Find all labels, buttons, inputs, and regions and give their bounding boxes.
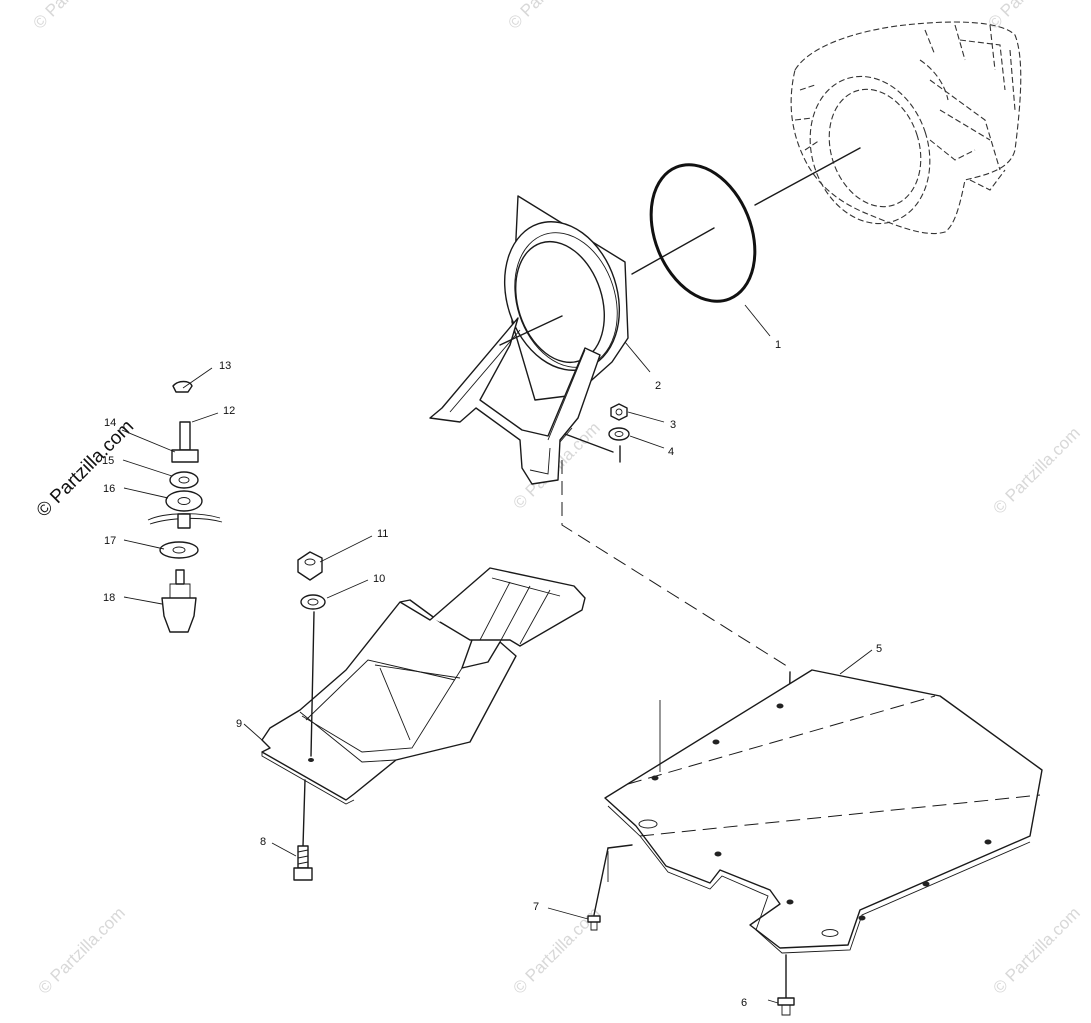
watermark-tr: © Partzilla.com: [984, 0, 1078, 33]
pump-housing-icon: [790, 21, 1022, 234]
housing-leader: [754, 147, 861, 206]
callout-16: 16: [103, 483, 115, 495]
intake-duct-icon: [429, 195, 629, 485]
callout-1: 1: [775, 339, 781, 351]
callout-12: 12: [223, 405, 235, 417]
callout-2: 2: [655, 380, 661, 392]
callout-labels: 1 2 3 4 5 6 7 8 9 10 11 12 13 14 15 16 1…: [102, 339, 882, 1009]
callout-15: 15: [102, 455, 114, 467]
callout-10: 10: [373, 573, 385, 585]
o-ring-axis: [631, 227, 715, 275]
callout-17: 17: [104, 535, 116, 547]
callout-13: 13: [219, 360, 231, 372]
washer-icon: [608, 427, 630, 441]
watermark-br: © Partzilla.com: [989, 903, 1083, 997]
watermark-tl: © Partzilla.com: [29, 0, 123, 33]
washer-icon-10: [300, 594, 326, 610]
callout-4: 4: [668, 446, 674, 458]
callout-leaders: [121, 304, 873, 1004]
brand-watermark: © Partzilla.com: [33, 416, 138, 521]
screw-icon-6: [777, 954, 795, 1016]
callout-14: 14: [104, 417, 116, 429]
nut-icon: [610, 403, 628, 421]
watermark-bl: © Partzilla.com: [34, 903, 128, 997]
watermark-tc: © Partzilla.com: [504, 0, 598, 33]
callout-7: 7: [533, 901, 539, 913]
callout-5: 5: [876, 643, 882, 655]
bolt-icon-8: [293, 845, 313, 881]
duct-bolt-leader: [564, 433, 614, 453]
ride-plate-icon: [604, 669, 1043, 954]
nut-icon-11: [297, 551, 323, 581]
callout-8: 8: [260, 836, 266, 848]
duct-axis: [499, 315, 563, 346]
callout-3: 3: [670, 419, 676, 431]
grate-bolt-line: [302, 779, 306, 847]
intake-grate-icon: [261, 567, 586, 805]
o-ring-icon: [649, 163, 757, 303]
watermark-mr: © Partzilla.com: [989, 423, 1083, 517]
callout-9: 9: [236, 718, 242, 730]
callout-11: 11: [377, 528, 388, 540]
callout-6: 6: [741, 997, 747, 1009]
hose-fitting-icon: [147, 380, 223, 633]
alignment-dash-duct: [561, 460, 791, 669]
grate-stud-line: [310, 611, 315, 757]
screw-icon-7: [587, 844, 633, 931]
callout-18: 18: [103, 592, 115, 604]
